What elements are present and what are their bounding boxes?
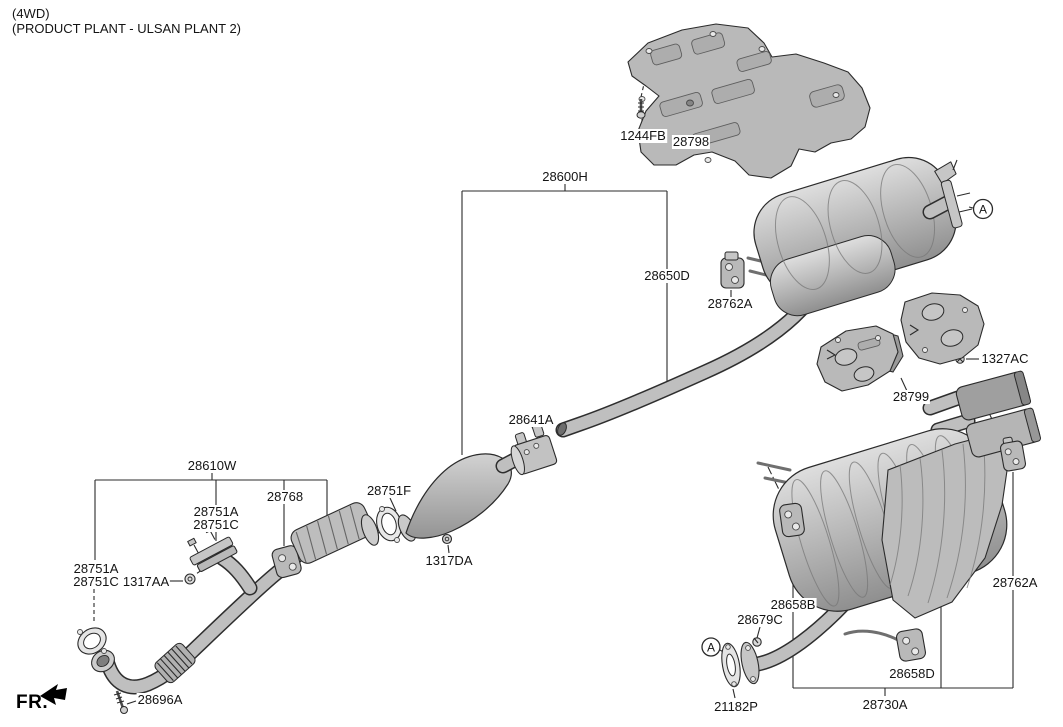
part-label-1327AC[interactable]: 1327AC (980, 351, 1030, 366)
part-label-28751A-left[interactable]: 28751A (72, 561, 120, 576)
gpf-front-section (290, 502, 380, 564)
clip-28679C (752, 637, 762, 647)
part-label-28650D[interactable]: 28650D (643, 268, 691, 283)
rear-muffler-28730A (740, 370, 1042, 685)
heat-shield-28799 (816, 292, 985, 392)
header-drive-type: (4WD) (12, 6, 50, 21)
gasket-21182P (721, 642, 741, 688)
hanger-28658B (779, 502, 805, 538)
svg-text:A: A (979, 203, 987, 217)
clamp-28641A (510, 423, 558, 476)
part-label-28658D[interactable]: 28658D (888, 666, 936, 681)
part-label-28762A-right[interactable]: 28762A (991, 575, 1039, 590)
drawing-header: (4WD) (PRODUCT PLANT - ULSAN PLANT 2) (12, 6, 241, 36)
part-label-1317DA[interactable]: 1317DA (424, 553, 474, 568)
detail-callout-a-bottom: A (701, 637, 721, 657)
part-label-1317AA[interactable]: 1317AA (121, 574, 171, 589)
part-label-28798[interactable]: 28798 (671, 134, 711, 149)
part-label-28696A[interactable]: 28696A (136, 692, 184, 707)
nut-1317AA (184, 573, 196, 585)
fr-arrow (40, 684, 67, 705)
part-label-28762A-center[interactable]: 28762A (706, 296, 754, 311)
part-label-28679C[interactable]: 28679C (736, 612, 784, 627)
bolt-1317DA (441, 533, 453, 545)
part-label-28751C-left[interactable]: 28751C (72, 574, 120, 589)
bracket-28730A (792, 472, 1014, 696)
part-label-28641A[interactable]: 28641A (507, 412, 555, 427)
part-label-28799[interactable]: 28799 (891, 389, 931, 404)
part-label-28751F[interactable]: 28751F (365, 483, 413, 498)
gasket-28751F (376, 506, 402, 543)
fr-direction-label: FR. (16, 692, 49, 713)
hanger-28658D (895, 628, 927, 662)
part-label-1244FB[interactable]: 1244FB (619, 128, 667, 143)
part-label-21182P[interactable]: 21182P (713, 699, 759, 714)
part-label-28600H[interactable]: 28600H (541, 169, 589, 184)
hanger-28762A-right (999, 436, 1027, 472)
part-label-28751C-mid[interactable]: 28751C (192, 517, 240, 532)
part-label-28658B[interactable]: 28658B (769, 597, 817, 612)
part-label-28610W[interactable]: 28610W (186, 458, 238, 473)
svg-text:A: A (707, 641, 715, 655)
part-label-28751A-mid[interactable]: 28751A (192, 504, 240, 519)
detail-callout-a-top: A (972, 198, 994, 220)
gasket-28751-left (77, 627, 107, 655)
hanger-28762A-center (720, 251, 745, 289)
bolt-1244FB (636, 99, 646, 119)
part-label-28768[interactable]: 28768 (265, 489, 305, 504)
center-muffler-28650D (555, 156, 973, 438)
header-product-plant: (PRODUCT PLANT - ULSAN PLANT 2) (12, 21, 241, 36)
bracket-28600H (461, 184, 668, 455)
bolt-28696A (113, 690, 128, 714)
part-label-28730A[interactable]: 28730A (861, 697, 909, 712)
